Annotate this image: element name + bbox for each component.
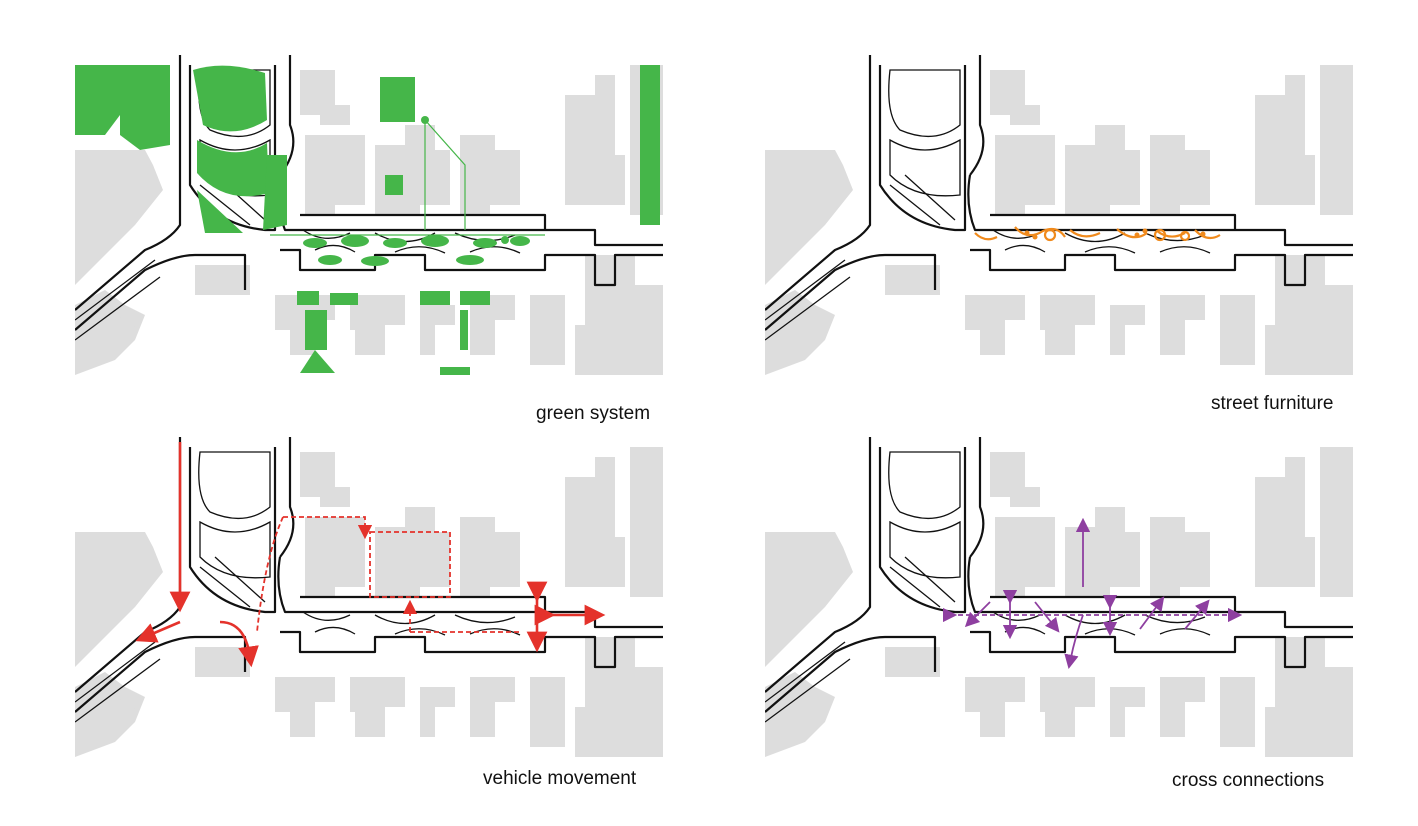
cross-connections-map	[765, 437, 1353, 757]
vehicle-routes	[135, 442, 606, 668]
caption-green-system: green system	[536, 403, 651, 424]
green-links	[270, 119, 545, 236]
cross-connection-arrows	[942, 517, 1243, 670]
street-furniture-map	[765, 55, 1353, 375]
furniture-dots	[1024, 228, 1206, 240]
panel-cross-connections	[765, 437, 1353, 757]
caption-street-furniture: street furniture	[1211, 393, 1334, 414]
vehicle-movement-map	[75, 437, 663, 757]
caption-vehicle-movement: vehicle movement	[483, 768, 637, 789]
green-system-map	[75, 55, 663, 375]
panel-vehicle-movement	[75, 437, 663, 757]
caption-cross-connections: cross connections	[1172, 770, 1325, 791]
panel-street-furniture	[765, 55, 1353, 375]
street-furniture-items	[974, 226, 1221, 242]
green-areas	[75, 65, 660, 375]
vehicle-routes-dashed	[256, 516, 520, 633]
panel-green-system	[75, 55, 663, 375]
